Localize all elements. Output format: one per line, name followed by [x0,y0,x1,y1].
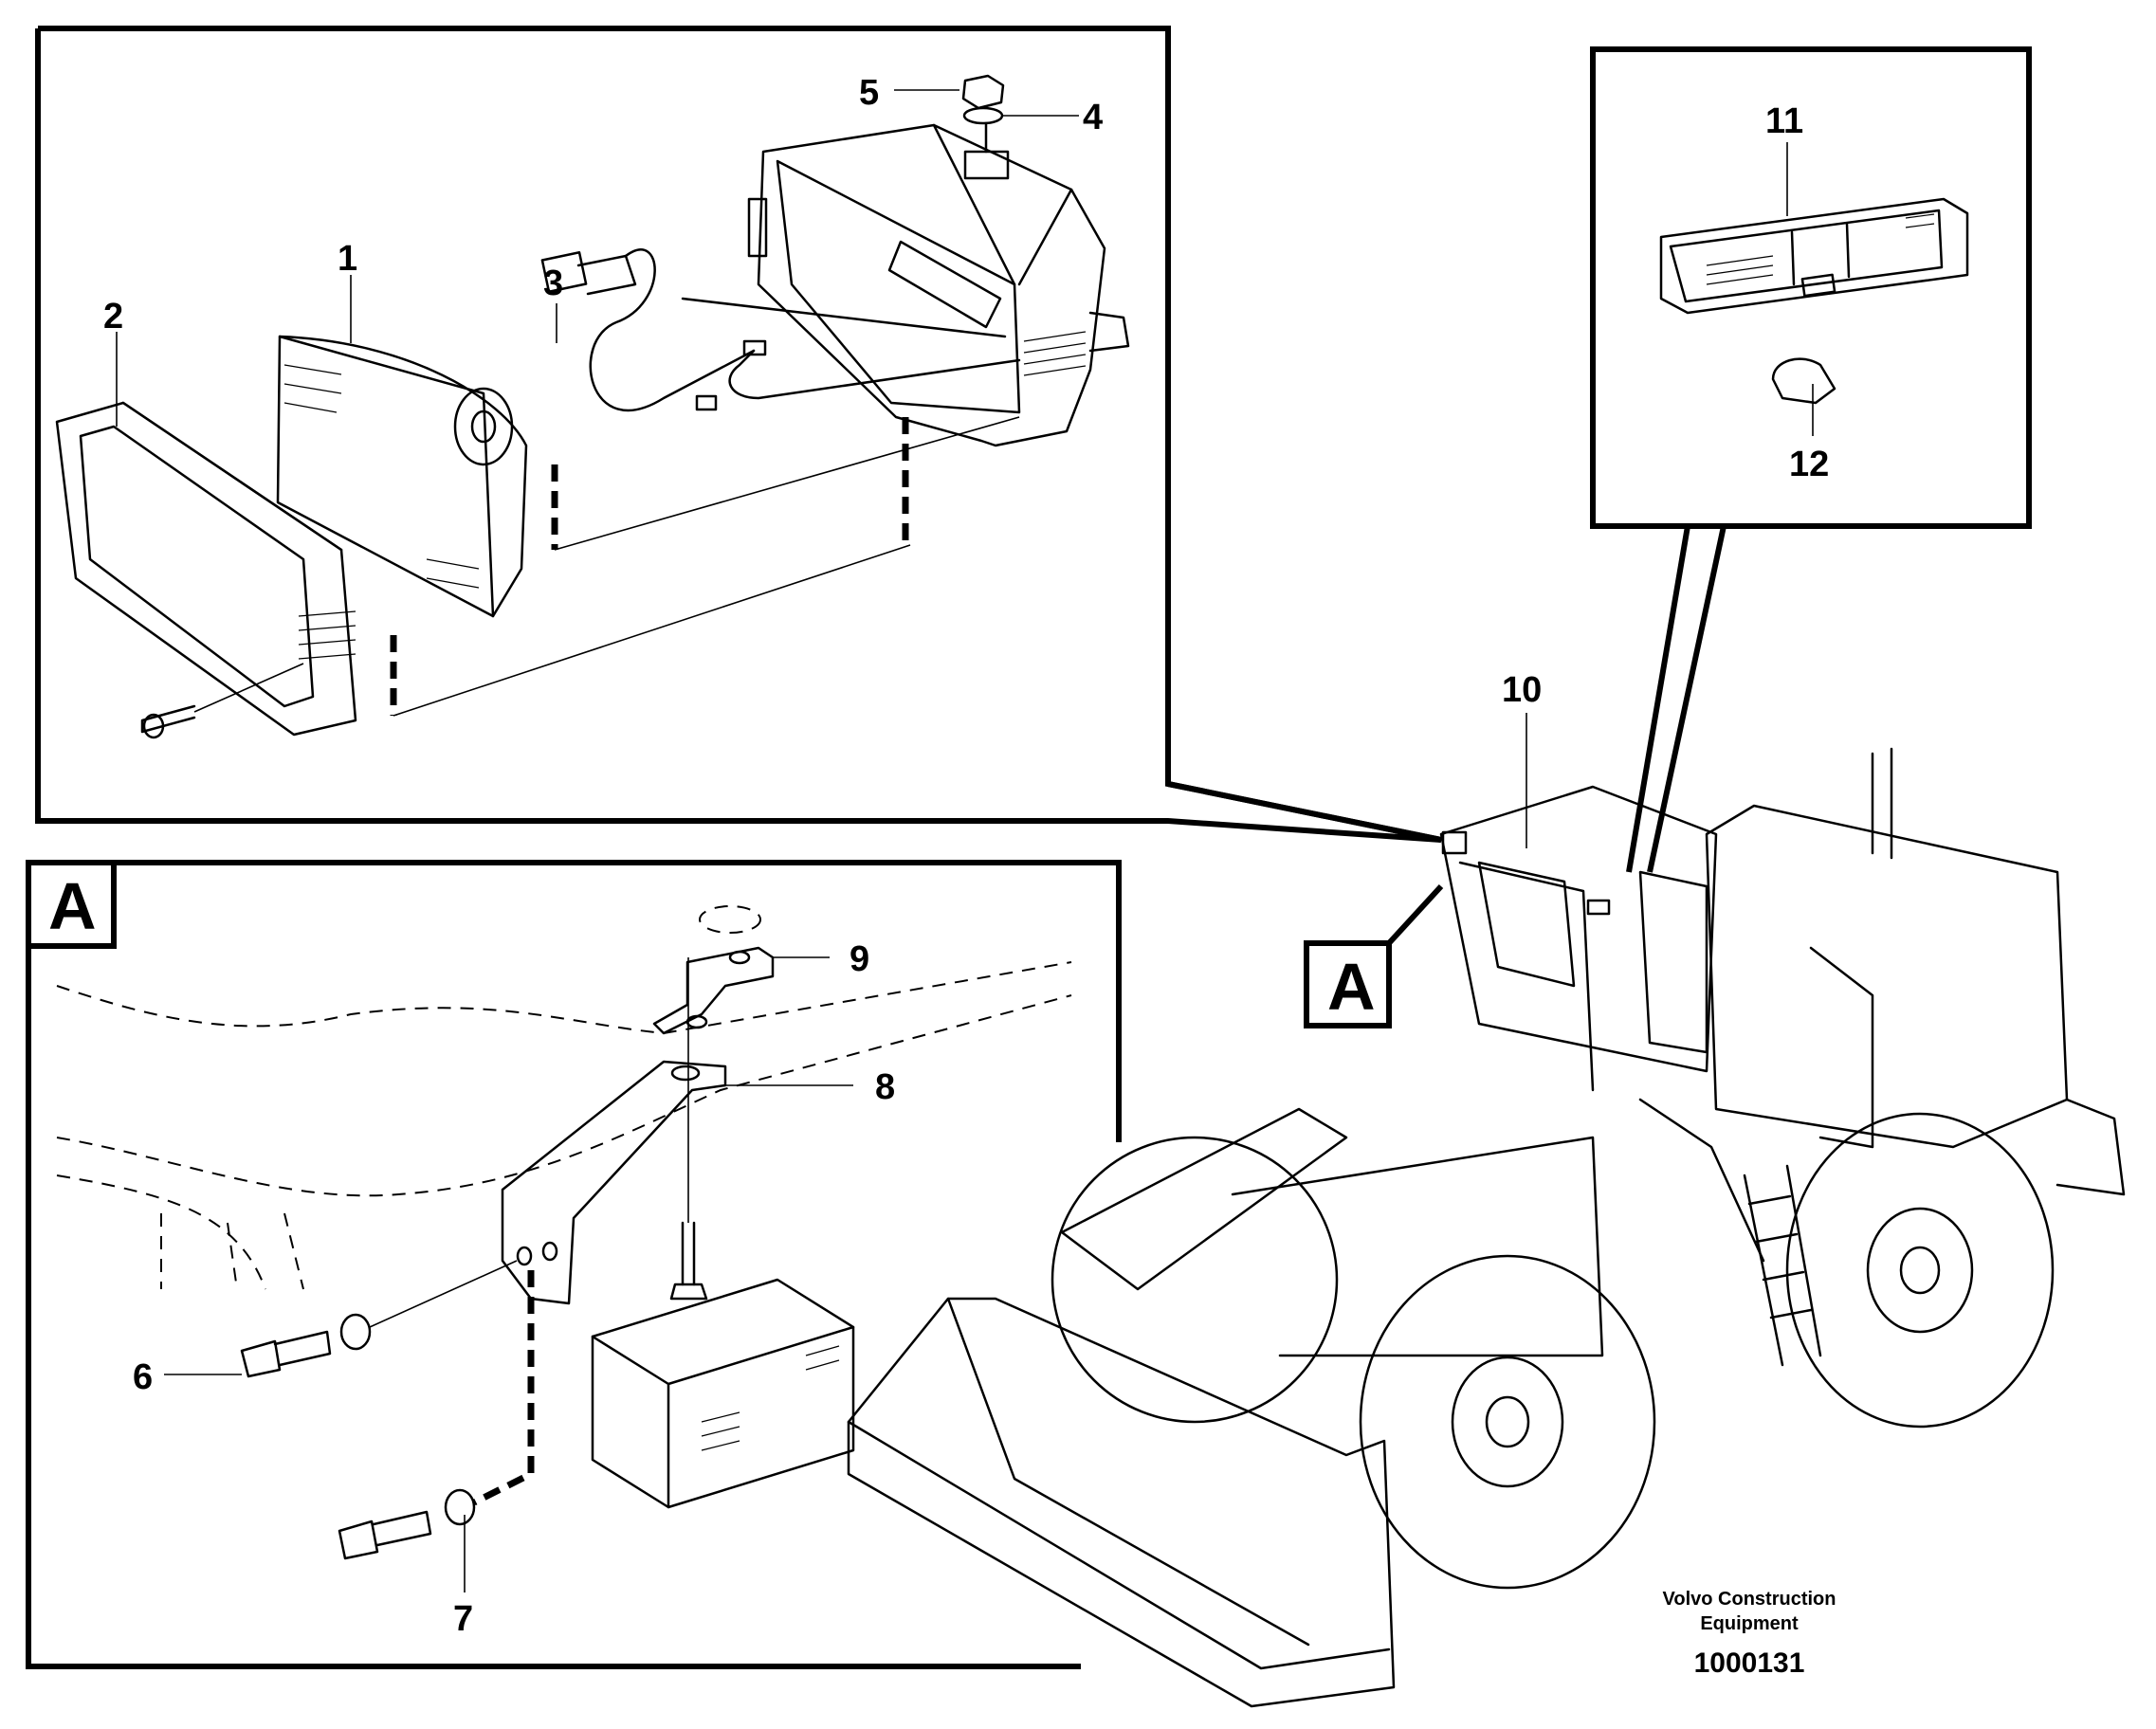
leader-lines [116,89,1814,1592]
drawing-number: 1000131 [1694,1647,1805,1679]
interior-bulb [1771,357,1836,405]
callout-5: 5 [859,73,879,113]
section-label-loader: A [1327,950,1376,1024]
lamp-housing [747,121,1130,447]
mounted-lamp [591,1278,855,1509]
credit-line-1: Volvo Construction [1663,1589,1836,1610]
callout-9: 9 [850,939,869,979]
callout-2: 2 [103,297,123,337]
callout-12: 12 [1789,445,1829,484]
callout-1: 1 [338,239,357,279]
frame-screw [140,663,304,739]
bracket-arm [501,1060,727,1305]
interior-lamp [1659,197,1969,315]
section-marker-loader [1304,883,1444,1028]
assembly-line-4 [472,1270,535,1506]
nut-and-washer [961,74,1005,125]
credit-line-2: Equipment [1700,1613,1799,1634]
section-label-box: A [48,869,97,943]
bolt-6 [240,1260,518,1378]
lamp-frame [55,401,357,737]
callout-7: 7 [453,1599,473,1639]
callout-11: 11 [1765,101,1803,141]
bulb-and-wiring [540,248,1021,412]
lamp-detail-panel [35,26,1442,843]
bracket-detail-panel [26,860,1122,1669]
bolt-7 [338,1488,476,1560]
callout-4: 4 [1083,98,1103,137]
interior-lamp-panel [1590,46,2032,873]
callout-10: 10 [1502,670,1542,710]
bracket-plate [652,946,775,1035]
callout-3: 3 [543,264,563,303]
callout-8: 8 [875,1067,895,1107]
callout-6: 6 [133,1357,153,1397]
lamp-lens [276,335,528,618]
wheel-loader [847,747,2126,1708]
vertical-bolt [669,957,708,1301]
